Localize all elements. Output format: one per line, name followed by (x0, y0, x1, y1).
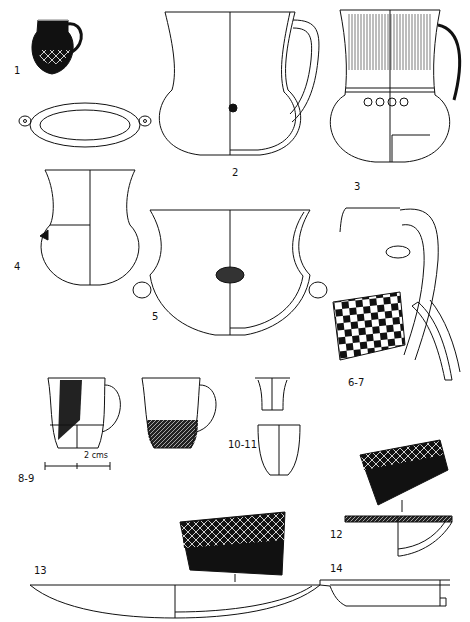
bowl-12 (345, 440, 452, 556)
figure-number: 4 (14, 262, 20, 272)
figure-number: 10-11 (228, 440, 257, 450)
bowl-13 (30, 512, 320, 618)
figure-number: 12 (330, 530, 343, 540)
figure-number: 3 (354, 182, 360, 192)
jug-3 (330, 10, 459, 162)
figure-number: 13 (34, 566, 47, 576)
figure-number: 1 (14, 66, 20, 76)
handle-fragment-6-7 (333, 208, 460, 380)
figure-number: 2 (232, 168, 238, 178)
mugs-8-9 (45, 378, 216, 470)
cups-10-11 (255, 378, 300, 475)
figure-number: 8-9 (18, 474, 34, 484)
figure-number: 5 (152, 312, 158, 322)
scale-label: 2 cms (84, 452, 108, 460)
plate-14 (320, 580, 450, 606)
jug-1 (32, 20, 81, 74)
pot-5 (133, 210, 327, 335)
figure-number: 14 (330, 564, 343, 574)
vessel-4 (19, 103, 151, 285)
jug-2 (159, 12, 319, 155)
figure-number: 6-7 (348, 378, 364, 388)
